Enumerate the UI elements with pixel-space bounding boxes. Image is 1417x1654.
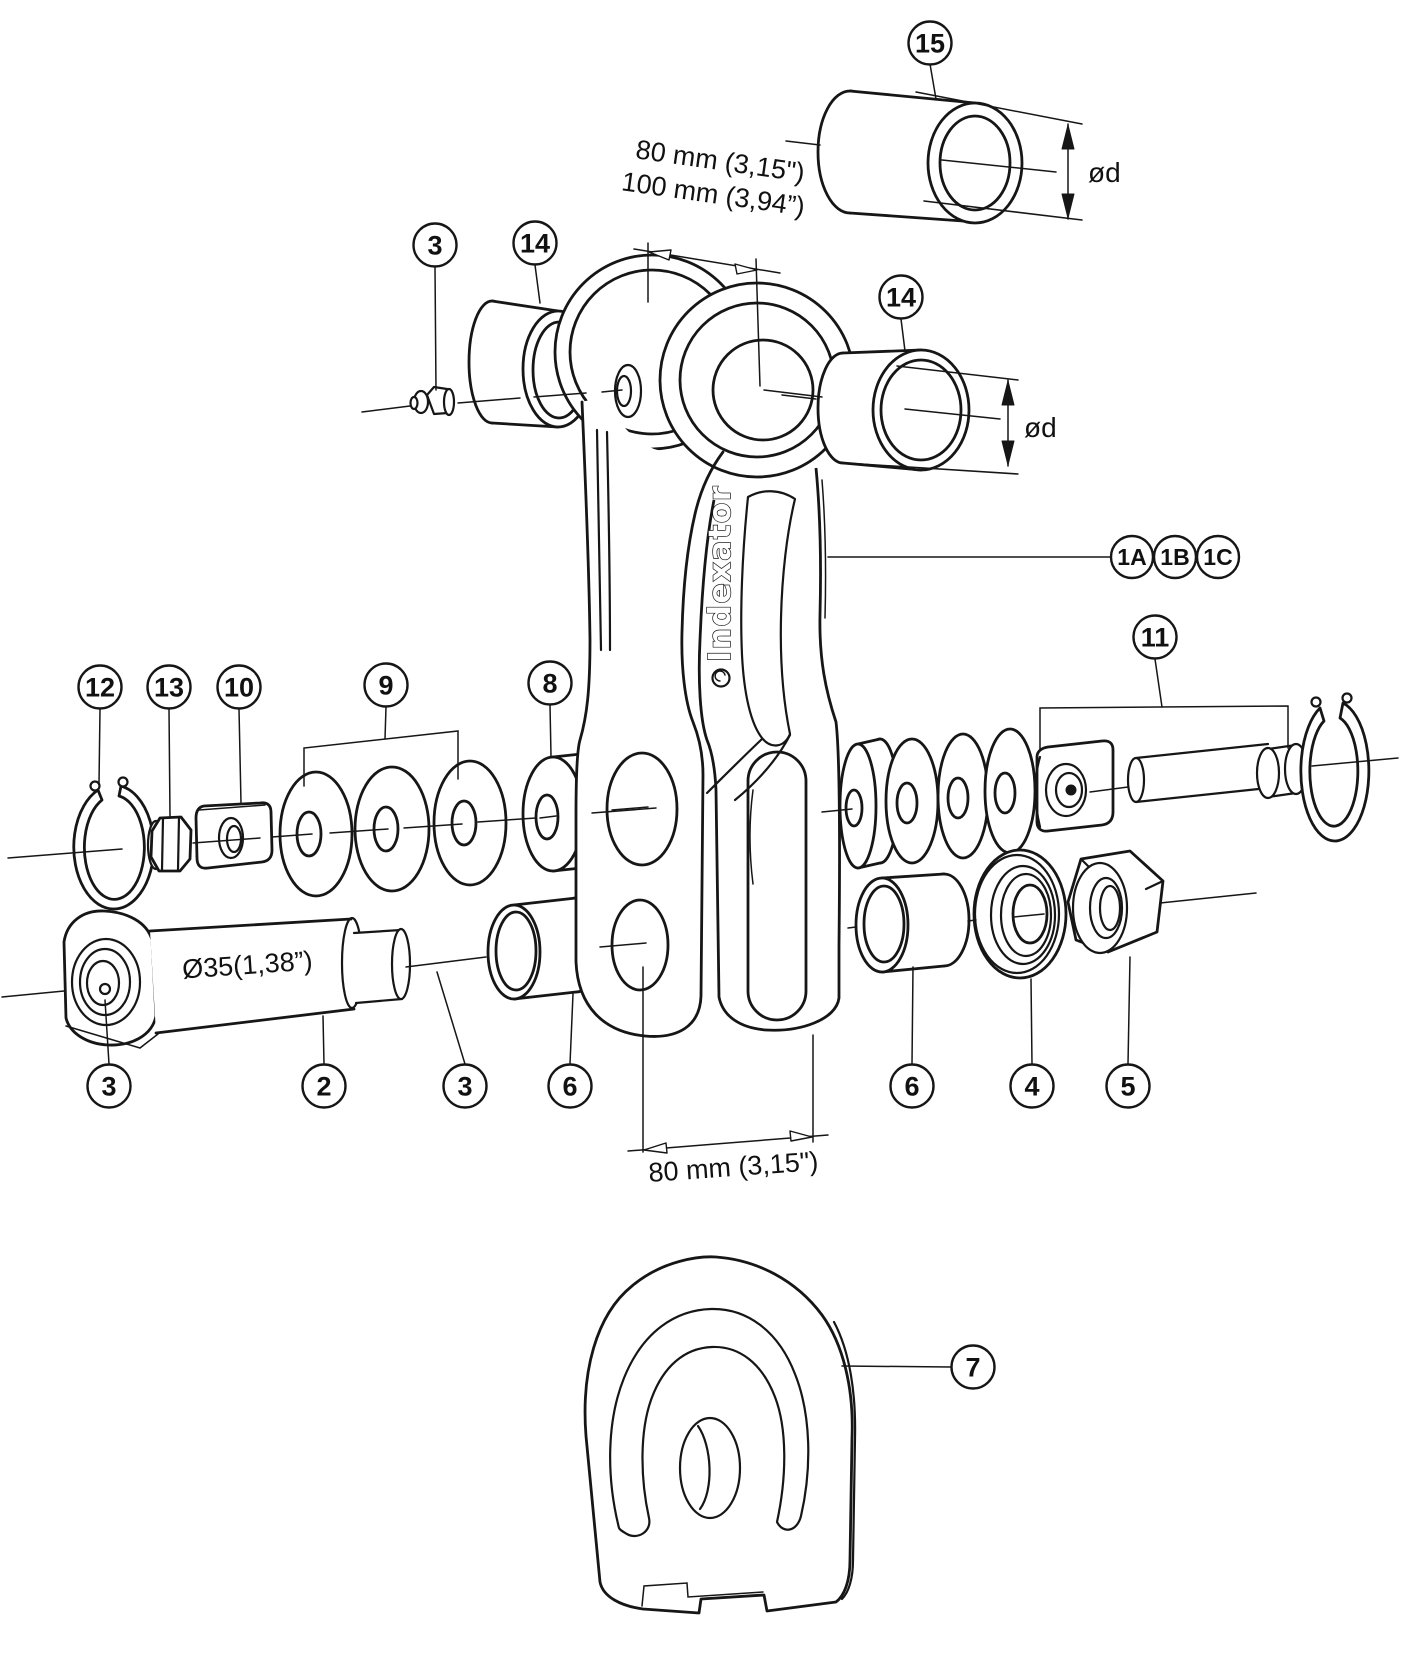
part-pin-2: Ø35(1,38”): [62, 909, 412, 1049]
balloon-9: 9: [363, 662, 409, 708]
balloon-4: 4: [1009, 1063, 1055, 1109]
svg-text:6: 6: [904, 1072, 919, 1102]
part-washer-stack-right: [838, 727, 1037, 870]
dim-bore-diameter-right: ød: [844, 365, 1057, 475]
svg-text:14: 14: [886, 283, 916, 313]
balloon-15: 15: [907, 20, 953, 66]
svg-text:1B: 1B: [1160, 544, 1189, 570]
part-swivel-block-10: [194, 801, 274, 870]
part-seal-4: [972, 848, 1068, 980]
balloon-3-pin-end: 3: [442, 1063, 488, 1109]
balloon-14-left: 14: [512, 220, 558, 266]
svg-text:1C: 1C: [1203, 544, 1232, 570]
part-nut-13: [146, 815, 193, 873]
label-bottom-width-80: 80 mm (3,15"): [647, 1146, 819, 1188]
svg-text:3: 3: [427, 231, 442, 261]
balloons: 15 3 14 14 1A 1B 1C 11 12 13 10 9 8 3 2: [77, 20, 1241, 1390]
svg-text:12: 12: [85, 673, 115, 703]
part-washers-9: [278, 759, 508, 898]
svg-text:6: 6: [562, 1072, 577, 1102]
balloon-10: 10: [216, 664, 262, 710]
svg-text:Indexator: Indexator: [703, 485, 738, 662]
dim-bore-diameter-top: ød: [915, 91, 1121, 221]
balloon-6-right: 6: [889, 1063, 935, 1109]
svg-text:10: 10: [224, 673, 254, 703]
balloon-1b: 1B: [1152, 534, 1198, 580]
balloon-13: 13: [146, 664, 192, 710]
label-bore-dia-right: ød: [1024, 412, 1057, 443]
part-circlip-12: [72, 776, 156, 911]
svg-text:5: 5: [1120, 1072, 1135, 1102]
part-bushing-15: [816, 89, 1024, 225]
balloon-2: 2: [301, 1063, 347, 1109]
balloon-6-left: 6: [547, 1063, 593, 1109]
balloon-14-right: 14: [878, 274, 924, 320]
balloon-12: 12: [77, 664, 123, 710]
svg-text:2: 2: [316, 1072, 331, 1102]
svg-text:3: 3: [101, 1072, 116, 1102]
balloon-1a: 1A: [1109, 534, 1155, 580]
svg-text:14: 14: [520, 229, 550, 259]
balloon-11: 11: [1132, 614, 1178, 660]
balloon-7: 7: [950, 1344, 996, 1390]
svg-text:8: 8: [542, 669, 557, 699]
part-pin-11: [1126, 742, 1309, 804]
part-link-body: Indexator: [553, 253, 856, 1038]
svg-text:4: 4: [1024, 1072, 1039, 1102]
balloon-8: 8: [527, 660, 573, 706]
balloon-3-pin-head: 3: [86, 1063, 132, 1109]
svg-text:15: 15: [915, 29, 945, 59]
centerlines: [1, 140, 1399, 998]
balloon-leaders: [98, 63, 1289, 1368]
indexator-logo: Indexator: [702, 484, 739, 688]
label-bore-dia-top: ød: [1088, 157, 1121, 188]
part-nut-5: [1066, 849, 1165, 955]
svg-text:11: 11: [1141, 623, 1170, 653]
balloon-1c: 1C: [1195, 534, 1241, 580]
part-cover-7: [583, 1255, 857, 1615]
part-bushing-6-right: [854, 872, 971, 974]
svg-text:7: 7: [965, 1353, 980, 1383]
part-circlip-11: [1299, 692, 1371, 843]
part-bushing-14-right: [816, 348, 971, 472]
balloon-3-grease-nipple: 3: [412, 222, 458, 268]
svg-text:1A: 1A: [1117, 544, 1146, 570]
svg-text:13: 13: [154, 673, 184, 703]
part-ball-block-11: [1034, 739, 1115, 833]
balloon-5: 5: [1105, 1063, 1151, 1109]
svg-text:9: 9: [378, 671, 393, 701]
part-grease-nipple-3: [409, 385, 456, 417]
svg-text:3: 3: [457, 1072, 472, 1102]
